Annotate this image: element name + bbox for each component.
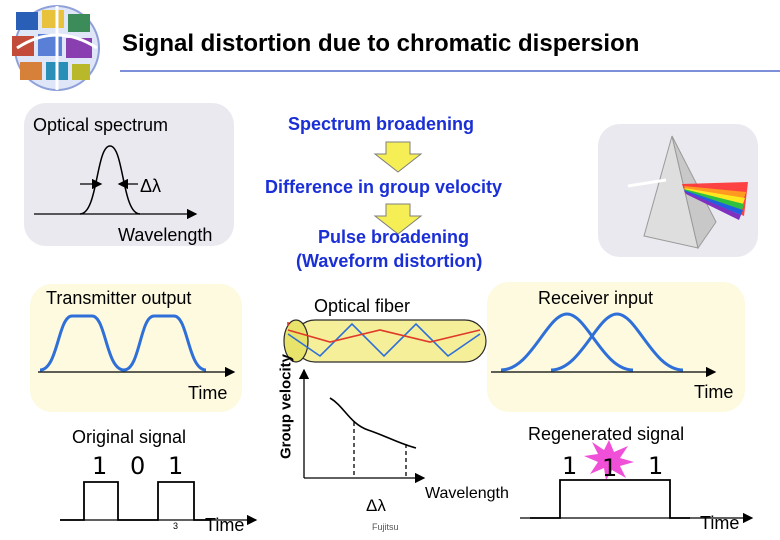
flow-step-spectrum-broadening: Spectrum broadening [288,114,475,134]
footer-company: Fujitsu [372,522,399,532]
optical-fiber-icon [280,316,500,366]
fiber-label: Optical fiber [314,296,411,316]
group-velocity-delta-label: Δλ [366,496,386,515]
receiver-waveform [487,282,745,412]
flow-step-pulse-broadening: Pulse broadening [318,227,470,247]
spectrum-delta-label: Δλ [140,176,162,196]
page-number: 3 [173,521,179,531]
header-divider [120,70,780,72]
transmitter-axis-label: Time [188,383,228,403]
spectrum-panel [24,103,234,246]
group-velocity-y-label: Group velocity [277,353,295,460]
regenerated-bit-0: 1 [562,452,578,480]
receiver-panel [487,282,745,412]
spectrum-heading: Optical spectrum [33,115,169,135]
original-bit-2: 1 [168,452,184,480]
regenerated-axis-label: Time [700,513,740,533]
original-bit-0: 1 [92,452,108,480]
regenerated-heading: Regenerated signal [528,424,685,444]
page-title: Signal distortion due to chromatic dispe… [122,30,640,57]
logo-icon [2,2,112,94]
original-axis-label: Time [205,515,245,535]
down-arrow-icon [373,141,423,173]
spectrum-plot [24,140,234,220]
group-velocity-plot [290,360,510,500]
regenerated-waveform [520,470,760,530]
prism-icon [598,124,758,257]
original-heading: Original signal [72,427,187,447]
regenerated-bit-2: 1 [648,452,664,480]
transmitter-heading: Transmitter output [46,288,192,308]
burst-icon [584,440,634,480]
spectrum-axis-label: Wavelength [118,225,213,245]
down-arrow-icon [373,203,423,235]
transmitter-waveform [30,284,242,412]
transmitter-panel [30,284,242,412]
regenerated-bit-1: 1 [602,454,618,482]
receiver-axis-label: Time [694,382,734,402]
flow-step-waveform-distortion: (Waveform distortion) [296,251,483,271]
flow-step-group-velocity: Difference in group velocity [265,177,503,197]
original-waveform [60,470,260,530]
group-velocity-x-label: Wavelength [425,485,509,502]
original-bit-1: 0 [130,452,146,480]
receiver-heading: Receiver input [538,288,654,308]
